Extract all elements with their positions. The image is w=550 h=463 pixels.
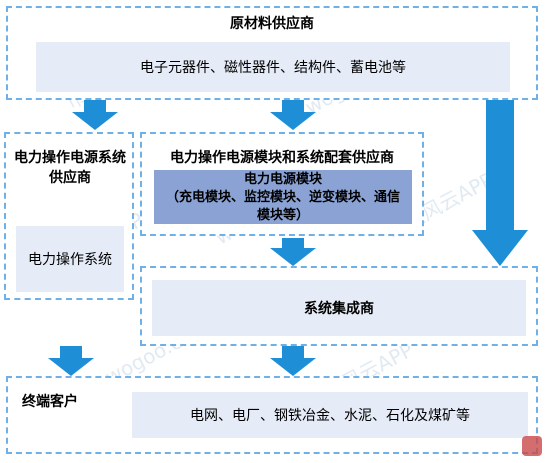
module-supplier-box: 电力操作电源模块和系统配套供应商 电力电源模块 （充电模块、监控模块、逆变模块、…	[140, 132, 424, 236]
arrow-down-left-bottom	[48, 346, 94, 376]
power-operation-system: 电力操作系统	[16, 226, 124, 292]
system-integrator-content: 系统集成商	[152, 280, 526, 336]
arrow-down-center-mid	[270, 238, 316, 266]
arrow-down-left-top	[72, 100, 118, 130]
end-customer-box: 终端客户 电网、电厂、钢铁冶金、水泥、石化及煤矿等	[6, 376, 538, 454]
arrow-down-right-long	[472, 100, 528, 266]
system-integrator-box: 系统集成商	[140, 266, 538, 346]
raw-material-supplier-box: 原材料供应商 电子元器件、磁性器件、结构件、蓄电池等	[6, 6, 538, 100]
module-supplier-title: 电力操作电源模块和系统配套供应商	[170, 150, 394, 166]
raw-material-content: 电子元器件、磁性器件、结构件、蓄电池等	[36, 42, 510, 92]
power-module-box: 电力电源模块 （充电模块、监控模块、逆变模块、通信模块等）	[154, 170, 412, 224]
arrow-down-center-bottom	[270, 346, 316, 376]
power-module-detail: （充电模块、监控模块、逆变模块、通信模块等）	[165, 190, 400, 223]
power-system-supplier-box: 电力操作电源系统供应商 电力操作系统	[4, 132, 134, 300]
system-integrator-title: 系统集成商	[304, 301, 374, 317]
raw-material-supplier-title: 原材料供应商	[230, 16, 314, 32]
end-customer-content: 电网、电厂、钢铁冶金、水泥、石化及煤矿等	[132, 392, 528, 438]
watermark-logo	[522, 436, 542, 456]
power-module-title: 电力电源模块	[243, 172, 322, 187]
power-system-supplier-title: 电力操作电源系统供应商	[14, 150, 126, 186]
end-customer-title: 终端客户	[22, 394, 78, 410]
arrow-down-center-top	[270, 100, 316, 130]
